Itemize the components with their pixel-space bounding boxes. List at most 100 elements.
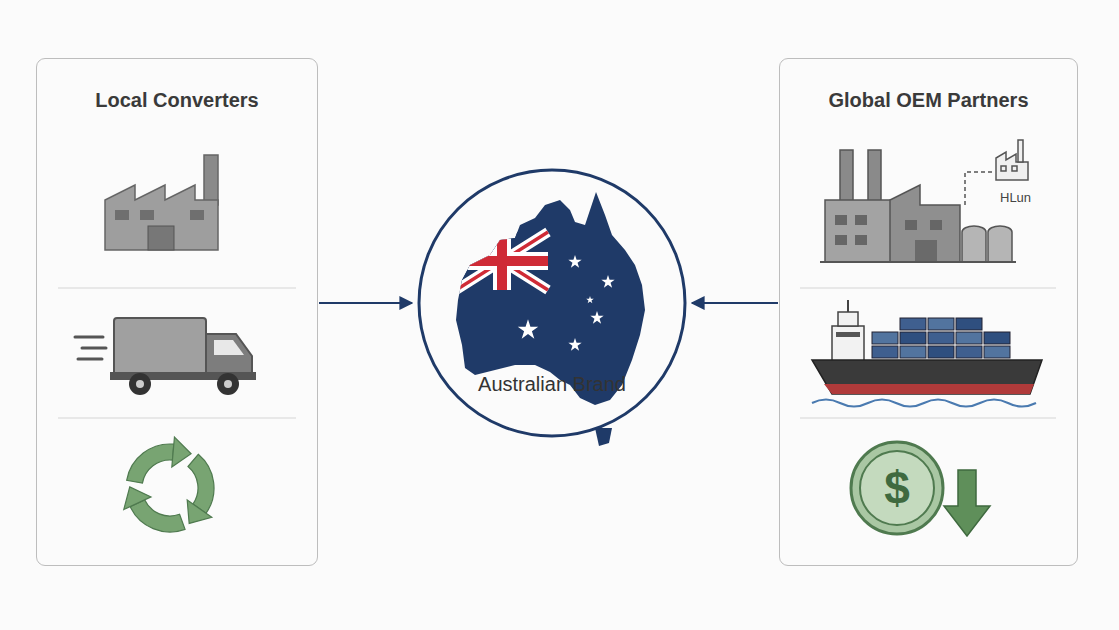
australia-map (456, 192, 645, 446)
factory-icon-part (204, 155, 218, 205)
ship-icon-part (872, 318, 1010, 358)
factory-icon-part (905, 220, 917, 230)
ship-icon-part (812, 360, 1042, 394)
factory-icon-part (835, 235, 847, 245)
factory-icon (105, 155, 218, 250)
truck-icon-part (75, 336, 103, 339)
recycle-icon-part (127, 444, 174, 483)
coin-icon-part (851, 442, 943, 534)
factory-icon-part (868, 150, 881, 202)
factory-icon-part (890, 185, 960, 262)
ship-icon-part-part (956, 332, 982, 344)
ship-icon-part-part (872, 346, 898, 358)
ship-icon-part (838, 312, 858, 326)
ship-icon-part (847, 300, 849, 312)
factory-icon-part (996, 140, 1028, 180)
australia-map-part-part (568, 338, 581, 351)
truck-icon-part (217, 373, 239, 395)
truck-icon-part (224, 380, 232, 388)
factory-icon-part (105, 185, 218, 250)
factory-icon-part (965, 172, 992, 205)
factory-icon-part (915, 240, 937, 262)
brand-label: Australian Brand (417, 373, 687, 396)
factory-label: HLun (1000, 190, 1031, 205)
truck-icon-part (78, 358, 102, 361)
australia-map-part (595, 428, 612, 446)
truck-icon-part (82, 347, 106, 350)
truck-icon-part (129, 373, 151, 395)
ship-icon (812, 300, 1042, 407)
ship-icon-part (832, 326, 864, 362)
ship-icon-part-part (956, 346, 982, 358)
australia-map-part (456, 232, 548, 290)
panel-divider-part (58, 417, 296, 418)
factory-icon-part-part (1012, 166, 1017, 171)
factory-icon-part-part (1018, 140, 1023, 162)
factory-icon-part (962, 226, 986, 262)
ship-icon-part-part (900, 318, 926, 330)
ship-icon-part-part (928, 318, 954, 330)
panel-heading: Local Converters (37, 89, 317, 112)
partner-panel: Global OEM Partners (779, 58, 1078, 566)
flow-arrow (319, 302, 412, 304)
ship-icon-part (824, 384, 1034, 394)
truck-icon-part (136, 380, 144, 388)
factory-icon-part (825, 200, 895, 262)
circle-outline (417, 168, 687, 438)
australia-map-part-part (456, 232, 548, 290)
factory-icon-part (820, 261, 1016, 263)
truck-icon-part (206, 334, 252, 378)
partner-panel: Local Converters (36, 58, 318, 566)
factory-icon-part (190, 210, 204, 220)
panel-divider-part (800, 417, 1056, 418)
recycle-icon-part (172, 437, 191, 467)
coin-icon (851, 442, 990, 536)
panel-heading: Global OEM Partners (780, 89, 1077, 112)
ship-icon-part-part (900, 332, 926, 344)
circle-outline (419, 170, 685, 436)
factory-icon-part (988, 226, 1012, 262)
truck-icon-part (214, 340, 244, 355)
brand-circle: Australian Brand (417, 168, 687, 438)
currency-symbol: $ (884, 461, 910, 515)
recycle-icon-part (130, 500, 185, 532)
coin-icon-part (944, 470, 990, 536)
ship-icon-part-part (928, 346, 954, 358)
flow-arrow (692, 302, 778, 304)
truck-icon (75, 318, 256, 395)
australia-map-part-part (456, 232, 548, 290)
ship-icon-part-part (928, 332, 954, 344)
ship-icon-part (812, 400, 1036, 407)
australia-map-part-part (456, 232, 548, 290)
factory-icon-part (835, 215, 847, 225)
factory-icon-part (115, 210, 129, 220)
factory-icon-part-part (1001, 166, 1006, 171)
australia-map-part (518, 255, 615, 351)
factory-icon-part (148, 226, 174, 250)
ship-icon-part-part (984, 346, 1010, 358)
panel-divider-part (58, 287, 296, 288)
ship-icon-part-part (872, 332, 898, 344)
ship-icon-part-part (900, 346, 926, 358)
australia-map-part-part (601, 275, 614, 288)
australia-map-part-part (590, 311, 603, 324)
factory-icon-part (930, 220, 942, 230)
truck-icon-part (114, 318, 206, 378)
ship-icon-part (836, 332, 860, 337)
factory-icon-part (855, 215, 867, 225)
australia-map-part-part (568, 255, 581, 268)
australia-map-part-part (518, 319, 538, 338)
australia-map-part-part (586, 296, 594, 303)
recycle-icon-part (124, 487, 151, 510)
recycle-icon-part (187, 500, 212, 523)
coin-icon-part (860, 451, 934, 525)
factory-icon-part (840, 150, 853, 202)
factory-icon (820, 140, 1028, 262)
australia-map-part-part (456, 256, 548, 266)
recycle-icon (124, 437, 214, 532)
factory-icon-part (855, 235, 867, 245)
ship-icon-part-part (984, 332, 1010, 344)
panel-divider-part (800, 287, 1056, 288)
factory-icon-part (140, 210, 154, 220)
ship-icon-part-part (956, 318, 982, 330)
